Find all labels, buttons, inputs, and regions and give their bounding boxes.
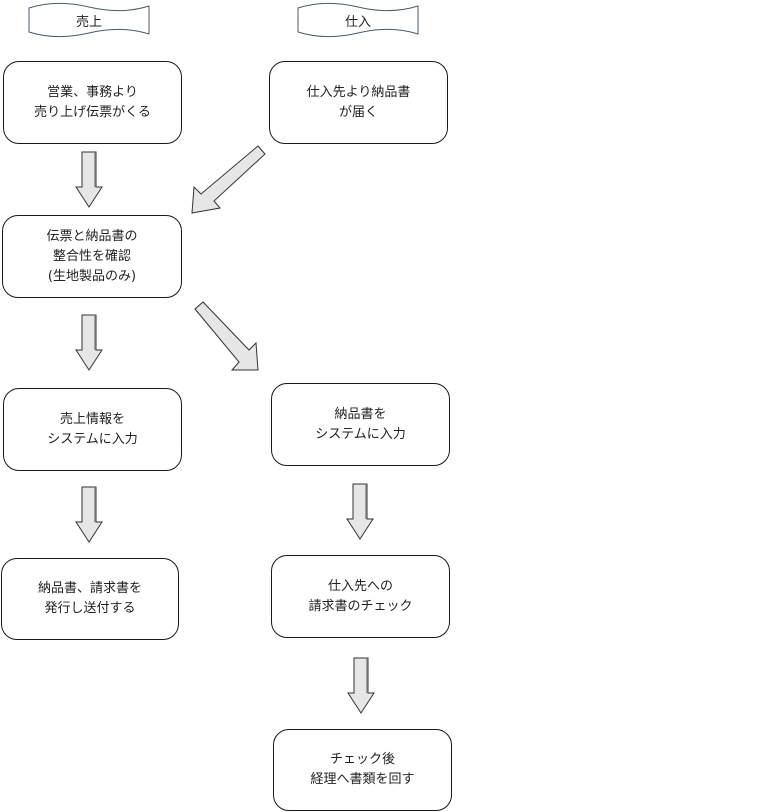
node-text: 発行し送付する — [44, 601, 136, 616]
node-text: 納品書、請求書を — [37, 581, 142, 596]
node-text: 営業、事務より — [47, 84, 138, 100]
arrow-down-right-icon — [194, 301, 259, 371]
node-text: 請求書のチェック — [308, 598, 413, 614]
node-text: 仕入先より納品書 — [306, 84, 411, 100]
arrow-down-icon — [75, 486, 103, 543]
node-text: システムに入力 — [315, 426, 406, 442]
node-sales-slip-arrives: 営業、事務より 売り上げ伝票がくる — [3, 61, 182, 144]
arrow-down-icon — [75, 314, 103, 371]
banner-shape — [28, 2, 150, 38]
node-enter-sales: 売上情報を システムに入力 — [3, 388, 182, 471]
node-send-to-accounting: チェック後 経理へ書類を回す — [273, 729, 452, 811]
lane-label: 売上 — [75, 15, 102, 30]
node-enter-delivery: 納品書を システムに入力 — [271, 383, 450, 466]
arrow-down-left-icon — [191, 145, 266, 214]
node-text: システムに入力 — [47, 431, 138, 447]
node-text: 売上情報を — [59, 411, 125, 427]
node-text: チェック後 — [329, 752, 395, 767]
node-check-supplier-invoice: 仕入先への 請求書のチェック — [271, 555, 450, 638]
node-supplier-delivery: 仕入先より納品書 が届く — [269, 61, 448, 144]
node-verify-consistency: 伝票と納品書の 整合性を確認 (生地製品のみ) — [2, 215, 182, 298]
node-text: 伝票と納品書の — [46, 228, 138, 244]
lane-header-purchasing: 仕入 — [297, 2, 419, 38]
node-issue-invoice: 納品書、請求書を 発行し送付する — [1, 558, 179, 640]
node-text: が届く — [338, 104, 378, 120]
arrow-down-icon — [347, 657, 375, 714]
node-text: 売り上げ伝票がくる — [34, 104, 151, 120]
node-text: (生地製品のみ) — [47, 268, 137, 284]
arrow-down-icon — [75, 151, 103, 208]
node-text: 仕入先への — [327, 578, 393, 594]
node-text: 納品書を — [334, 406, 387, 422]
arrow-down-icon — [346, 483, 374, 540]
lane-label: 仕入 — [344, 15, 371, 30]
banner-shape — [297, 2, 419, 38]
node-text: 経理へ書類を回す — [310, 772, 415, 787]
lane-header-sales: 売上 — [28, 2, 150, 38]
node-text: 整合性を確認 — [52, 248, 131, 264]
